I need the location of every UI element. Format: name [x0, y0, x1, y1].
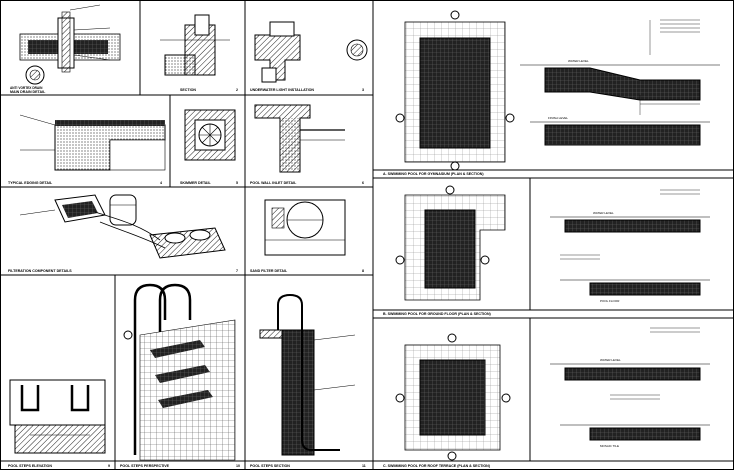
- panel-steps-perspective-ref: 10: [236, 464, 240, 468]
- panel-main-drain: MAIN DRAIN DETAIL ANTI VORTEX DRAIN: [10, 4, 121, 94]
- panel-filtration: FILTERATION COMPONENT DETAILS 7: [8, 194, 238, 273]
- panel-skimmer-title: SKIMMER DETAIL: [180, 181, 211, 185]
- panel-wall-inlet: POOL WALL INLET DETAIL 6: [250, 104, 364, 185]
- panel-wall-inlet-title: POOL WALL INLET DETAIL: [250, 181, 297, 185]
- panel-sand-filter: SAND FILTER DETAIL 8: [250, 199, 364, 273]
- plan-a-water-level: WATER LEVEL: [568, 59, 589, 63]
- panel-skimmer-ref: 5: [236, 181, 238, 185]
- plan-c-title: C. SWIMMING POOL FOR ROOF TERRACE (PLAN …: [383, 464, 491, 468]
- panel-steps-elevation: POOL STEPS ELEVATION 9: [8, 379, 110, 468]
- panel-skimmer: SKIMMER DETAIL 5: [180, 109, 238, 185]
- panel-steps-elevation-title: POOL STEPS ELEVATION: [8, 464, 52, 468]
- plan-a-finish-level: FINISH LEVEL: [548, 116, 568, 120]
- panel-sand-filter-ref: 8: [362, 269, 364, 273]
- panel-wall-inlet-ref: 6: [362, 181, 364, 185]
- panel-steps-section-title: POOL STEPS SECTION: [250, 464, 290, 468]
- panel-sand-filter-title: SAND FILTER DETAIL: [250, 269, 288, 273]
- panel-section: SECTION 2: [160, 14, 238, 92]
- plan-b-title: B. SWIMMING POOL FOR GROUND FLOOR (PLAN …: [383, 312, 492, 316]
- panel-underwater-light: UNDERWATER LIGHT INSTALLATION 3: [250, 21, 368, 92]
- plan-c-water-level: WATER LEVEL: [600, 358, 621, 362]
- panel-main-drain-subtitle: ANTI VORTEX DRAIN: [10, 86, 43, 90]
- panel-steps-section-ref: 11: [362, 464, 366, 468]
- panel-main-drain-title: MAIN DRAIN DETAIL: [10, 90, 46, 94]
- panel-edging-title: TYPICAL EDGING DETAIL: [8, 181, 53, 185]
- panel-steps-elevation-ref: 9: [108, 464, 110, 468]
- panel-steps-section: POOL STEPS SECTION 11: [250, 293, 366, 468]
- plan-b-water-level: WATER LEVEL: [593, 211, 614, 215]
- panel-filtration-title: FILTERATION COMPONENT DETAILS: [8, 269, 72, 273]
- panel-steps-perspective: POOL STEPS PERSPECTIVE 10: [120, 283, 240, 468]
- panel-steps-perspective-title: POOL STEPS PERSPECTIVE: [120, 464, 170, 468]
- plan-a: WATER LEVEL FINISH LEVEL A. SWIMMING POO…: [383, 10, 720, 176]
- panel-section-ref: 2: [236, 88, 238, 92]
- panel-edging: TYPICAL EDGING DETAIL 4: [8, 114, 166, 185]
- panel-underwater-light-title: UNDERWATER LIGHT INSTALLATION: [250, 88, 314, 92]
- plan-c: WATER LEVEL MOSAIC TILE C. SWIMMING POOL…: [383, 333, 710, 468]
- annotation-leaders: [560, 19, 700, 400]
- panel-section-title: SECTION: [180, 88, 196, 92]
- plan-b-pool-floor: POOL FLOOR: [600, 299, 620, 303]
- panel-underwater-light-ref: 3: [362, 88, 364, 92]
- panel-filtration-ref: 7: [236, 269, 238, 273]
- plan-b: WATER LEVEL POOL FLOOR B. SWIMMING POOL …: [383, 185, 710, 316]
- plan-c-mosaic-tile: MOSAIC TILE: [600, 444, 619, 448]
- plan-a-title: A. SWIMMING POOL FOR GYMNASIUM (PLAN & S…: [383, 172, 484, 176]
- panel-edging-ref: 4: [160, 181, 162, 185]
